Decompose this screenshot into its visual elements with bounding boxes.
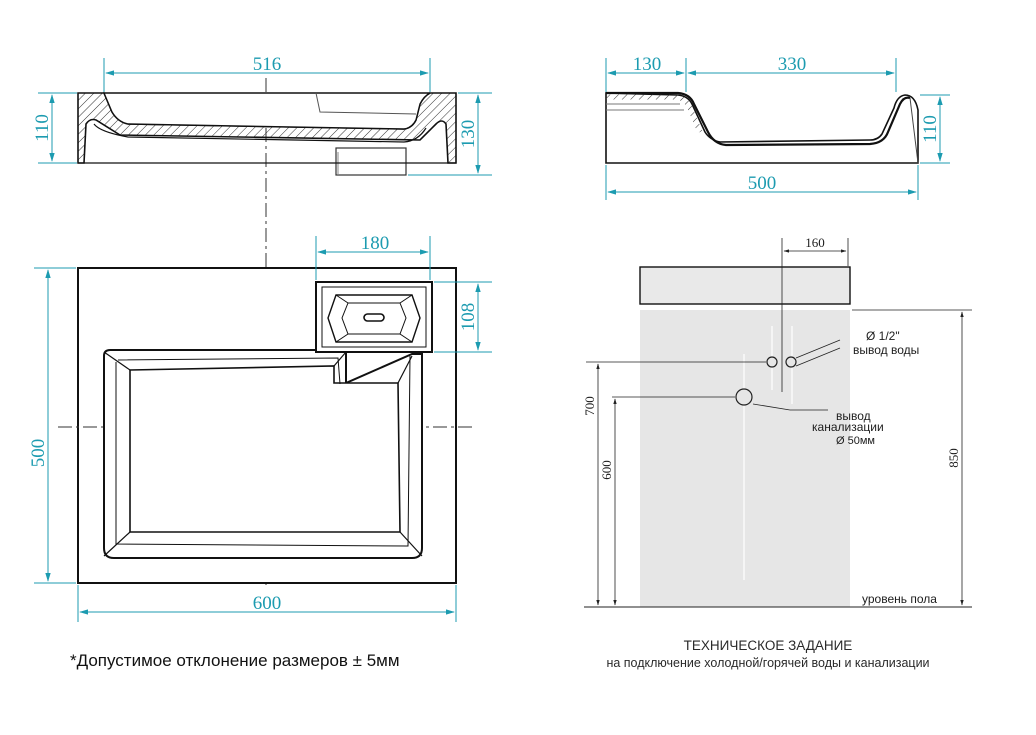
- front-shelf-contour: [315, 92, 417, 115]
- side-hatch-wall: [606, 94, 703, 133]
- water-outlet-hot: [766, 356, 778, 368]
- plan-corner-step: [333, 351, 347, 367]
- drain-label-2: канализации: [812, 420, 884, 434]
- plan-shelf-corner-1: [335, 294, 349, 304]
- plan-rim-inner: [117, 357, 341, 385]
- dim-700-label: 700: [582, 396, 597, 416]
- dim-500-label: 500: [28, 439, 49, 468]
- plan-corner-bl: [103, 531, 131, 557]
- water-leader-line-2: [795, 347, 841, 367]
- spec-subtitle: на подключение холодной/горячей воды и к…: [606, 656, 929, 670]
- dim-130-label: 130: [458, 120, 479, 149]
- dim-160-label: 160: [805, 235, 825, 250]
- water-pipe-size: Ø 1/2": [866, 329, 900, 343]
- front-basin-bowl: [102, 92, 431, 130]
- plan-view: 180 108 500 600: [28, 233, 492, 622]
- dim-side-330-label: 330: [778, 54, 807, 75]
- plan-shelf-corner-2: [399, 294, 413, 304]
- dim-108-label: 108: [458, 303, 479, 332]
- dim-side-130-label: 130: [633, 54, 662, 75]
- front-bottom-contour: [93, 123, 427, 143]
- dim-110-label: 110: [32, 114, 53, 142]
- side-inner-contour: [606, 91, 911, 147]
- dim-180-label: 180: [361, 233, 390, 254]
- side-back-edge: [909, 97, 919, 164]
- drain-outlet: [735, 388, 753, 406]
- dim-floor-600-label: 600: [599, 460, 614, 480]
- wall-area: [640, 310, 850, 607]
- dim-600-label: 600: [253, 593, 282, 614]
- plan-shelf-corner-3: [335, 333, 349, 343]
- front-drain-body: [335, 147, 407, 176]
- front-section-view: 516 110 130: [32, 54, 492, 585]
- plan-rim-inner-2: [115, 355, 411, 547]
- spec-title: ТЕХНИЧЕСКОЕ ЗАДАНИЕ: [684, 638, 853, 653]
- dim-side-110-label: 110: [920, 115, 941, 143]
- water-outlet-cold: [785, 356, 797, 368]
- plan-corner-tl: [103, 351, 131, 371]
- water-outlet-label: вывод воды: [853, 343, 919, 357]
- plan-shelf-inner: [321, 286, 427, 348]
- dim-850-label: 850: [946, 448, 961, 468]
- plan-shelf-corner-4: [399, 333, 413, 343]
- tolerance-note: *Допустимое отклонение размеров ± 5мм: [70, 651, 400, 670]
- dim-516-label: 516: [253, 54, 282, 75]
- countertop: [639, 266, 851, 305]
- side-section-view: 130 330 110 500: [605, 54, 950, 200]
- drain-leader-line: [752, 403, 791, 411]
- drain-size-label: Ø 50мм: [836, 435, 875, 447]
- plan-corner-br: [399, 531, 423, 557]
- water-leader-line: [795, 339, 841, 359]
- plan-overflow-slot: [363, 313, 385, 322]
- drain-label-1: вывод: [836, 409, 871, 423]
- floor-level-label: уровень пола: [862, 592, 937, 606]
- plan-corner-tr: [397, 355, 413, 384]
- installation-diagram: 160 Ø 1/2" вывод воды вывод канализации …: [582, 235, 972, 608]
- dim-side-500-label: 500: [748, 173, 777, 194]
- plan-basin-inner: [129, 365, 401, 533]
